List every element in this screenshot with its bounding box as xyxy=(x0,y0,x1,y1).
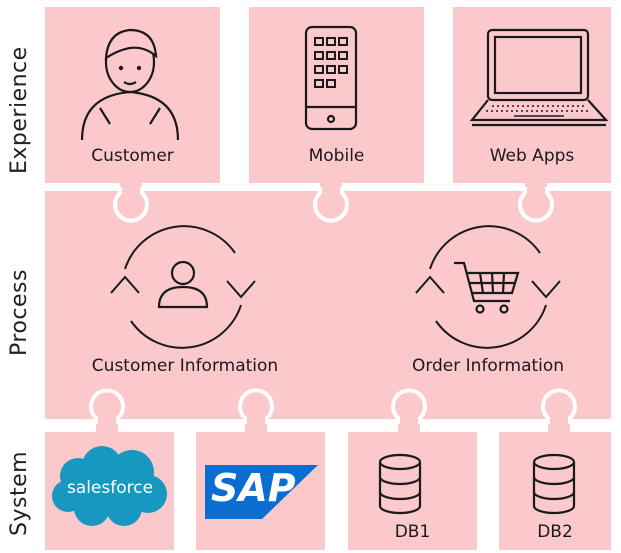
tile-mobile xyxy=(249,7,424,183)
label-order-information: Order Information xyxy=(411,356,565,376)
sap-logo xyxy=(205,465,318,519)
process-band xyxy=(45,191,611,419)
label-db1: DB1 xyxy=(394,522,431,542)
tile-db2 xyxy=(499,432,611,550)
phone-icon xyxy=(304,25,358,131)
database-icon xyxy=(378,453,422,515)
person-icon xyxy=(80,28,180,141)
tile-db1 xyxy=(348,432,477,550)
layer-label-experience: Experience xyxy=(7,46,32,174)
salesforce-wordmark: salesforce xyxy=(66,478,154,498)
layer-label-system: System xyxy=(7,450,32,536)
cart-cycle-icon xyxy=(415,225,561,349)
user-cycle-icon xyxy=(110,225,256,349)
label-web-apps: Web Apps xyxy=(489,146,575,166)
puzzle-outlines-top xyxy=(112,187,555,223)
label-mobile: Mobile xyxy=(308,146,365,166)
label-db2: DB2 xyxy=(537,522,573,542)
database-icon xyxy=(532,453,576,515)
puzzle-outlines-bottom xyxy=(88,388,578,424)
salesforce-logo xyxy=(52,446,167,526)
layer-label-process: Process xyxy=(7,269,32,356)
label-customer: Customer xyxy=(91,146,174,166)
puzzle-connectors-top xyxy=(115,180,552,222)
label-customer-information: Customer Information xyxy=(91,356,279,376)
sap-wordmark: SAP xyxy=(211,466,296,510)
laptop-icon xyxy=(469,28,609,127)
puzzle-connectors-bottom xyxy=(91,392,575,436)
